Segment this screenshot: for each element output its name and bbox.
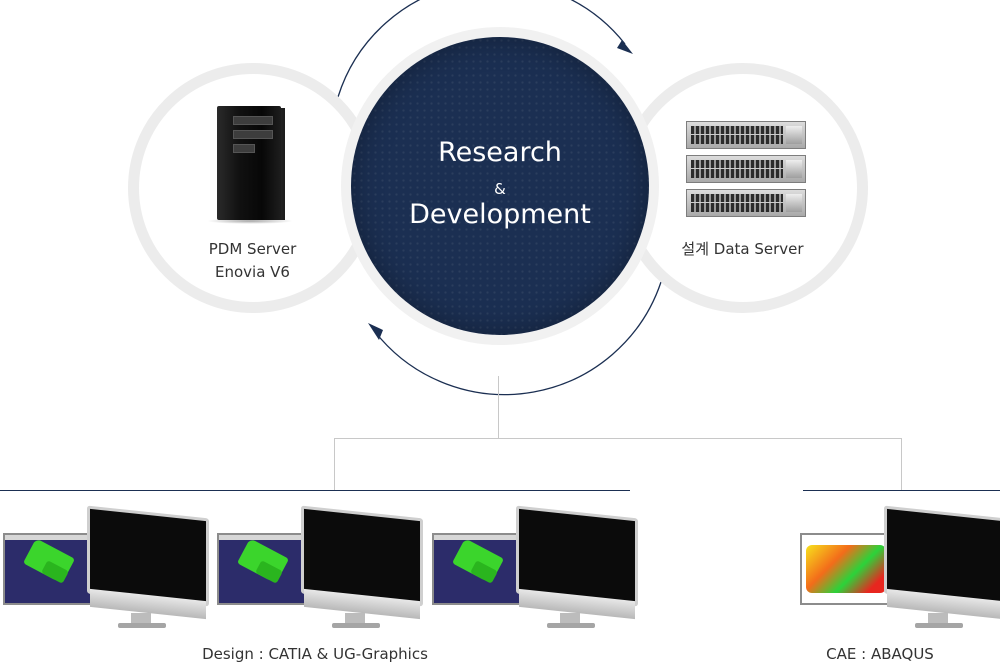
center-title-amp: &	[494, 180, 506, 198]
bottom-arrow-arc	[375, 281, 662, 396]
center-title-line1: Research	[438, 137, 562, 168]
cae-label: CAE : ABAQUS	[826, 645, 934, 663]
connector-vertical-main	[498, 376, 499, 438]
pdm-label-line2: Enovia V6	[215, 263, 290, 281]
design-workstation-1	[3, 505, 209, 635]
cae-section-rule	[803, 490, 1000, 491]
design-workstation-3	[432, 505, 638, 635]
tower-server-icon	[207, 106, 293, 224]
data-server-label: 설계 Data Server	[681, 240, 804, 258]
top-arrow-head	[617, 40, 633, 54]
top-arrow-arc	[337, 0, 626, 98]
data-server-circle	[618, 63, 868, 313]
pdm-label-line1: PDM Server	[208, 240, 297, 258]
research-development-circle	[351, 37, 649, 335]
pdm-server-label: PDM Server Enovia V6	[150, 238, 355, 284]
connector-right-drop	[901, 438, 902, 490]
cae-workstation	[800, 505, 1000, 635]
center-title-line2: Development	[409, 199, 591, 230]
connector-horizontal	[334, 438, 902, 439]
connector-left-drop	[334, 438, 335, 490]
design-workstation-2	[217, 505, 423, 635]
design-section-rule	[0, 490, 630, 491]
design-label: Design : CATIA & UG-Graphics	[202, 645, 428, 663]
bottom-arrow-head	[368, 323, 383, 340]
